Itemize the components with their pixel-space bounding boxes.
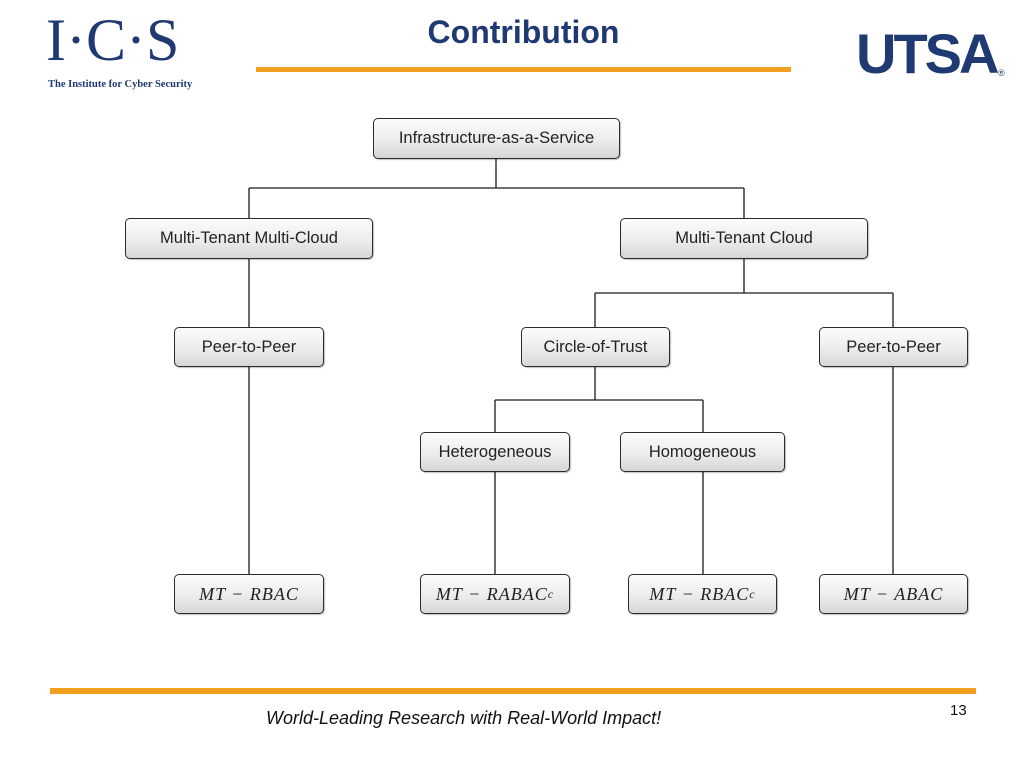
node-iaas: Infrastructure-as-a-Service <box>373 118 620 159</box>
model-mt-rbac-c-sub: c <box>749 586 756 601</box>
footer-divider <box>50 688 976 694</box>
node-peer-to-peer-right: Peer-to-Peer <box>819 327 968 367</box>
connector-iaas-children <box>248 159 745 218</box>
ics-logo: I·C·S The Institute for Cyber Security <box>46 8 206 94</box>
model-mt-rabac-c-text: MT − RABAC <box>435 583 548 604</box>
node-multi-tenant-cloud: Multi-Tenant Cloud <box>620 218 868 259</box>
utsa-logo-text: UTSA <box>856 22 999 85</box>
node-homogeneous: Homogeneous <box>620 432 785 472</box>
connector-mtc-children <box>594 259 894 327</box>
node-circle-of-trust: Circle-of-Trust <box>521 327 670 367</box>
node-model-mt-rbac: MT − RBAC <box>174 574 324 614</box>
node-multi-tenant-multi-cloud: Multi-Tenant Multi-Cloud <box>125 218 373 259</box>
utsa-registered-mark: ® <box>998 68 1005 78</box>
title-underline <box>256 67 791 72</box>
node-heterogeneous: Heterogeneous <box>420 432 570 472</box>
model-mt-rbac-text: MT − RBAC <box>199 583 299 604</box>
connector-cot-children <box>494 367 704 432</box>
page-number: 13 <box>950 702 967 719</box>
model-mt-rbac-c-text: MT − RBAC <box>649 583 750 604</box>
utsa-logo: UTSA ® <box>856 26 1006 82</box>
model-mt-abac-text: MT − ABAC <box>843 583 944 604</box>
node-peer-to-peer-left: Peer-to-Peer <box>174 327 324 367</box>
ics-logo-subtitle: The Institute for Cyber Security <box>48 79 193 90</box>
node-model-mt-abac: MT − ABAC <box>819 574 968 614</box>
model-mt-rabac-c-sub: c <box>547 586 555 601</box>
footer-tagline: World-Leading Research with Real-World I… <box>266 708 662 728</box>
ics-logo-letters: I·C·S <box>46 7 180 73</box>
slide-title: Contribution <box>427 14 620 50</box>
